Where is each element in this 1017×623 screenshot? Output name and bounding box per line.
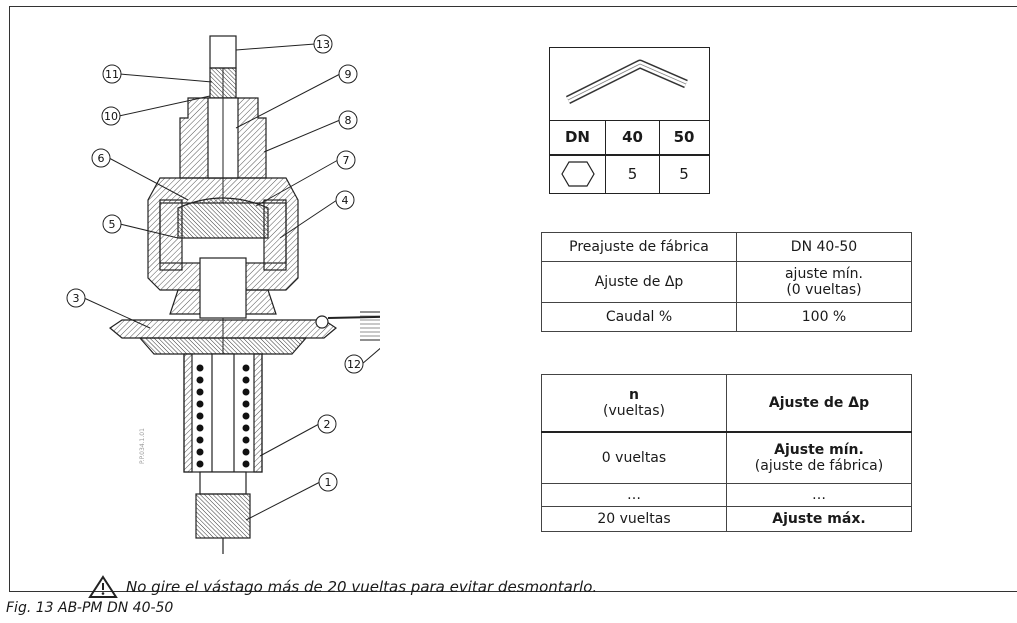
preset-label: Preajuste de fábrica: [541, 232, 737, 262]
callout-3: 3: [73, 292, 80, 305]
callout-5: 5: [109, 218, 116, 231]
turns-0-cell: 0 vueltas: [541, 431, 727, 484]
callout-2: 2: [324, 418, 331, 431]
dn-40-key-size: 5: [606, 154, 660, 193]
turns-header: n (vueltas): [541, 374, 727, 433]
hex-key-table: DN 40 50 5 5: [549, 47, 710, 194]
turns-table: n (vueltas) Ajuste de Δp 0 vueltas Ajust…: [541, 374, 912, 532]
table-row: Ajuste de Δp ajuste mín. (0 vueltas): [541, 261, 912, 303]
dp-setting-value-line2: (0 vueltas): [786, 282, 862, 298]
drawing-id-label: P.P.034.1.01: [139, 428, 146, 464]
flow-value: 100 %: [736, 302, 912, 332]
table-row: Preajuste de fábrica DN 40-50: [541, 232, 912, 262]
hexagon-icon: [550, 154, 606, 193]
callout-12: 12: [347, 358, 361, 371]
dp-setting-value-line1: ajuste mín.: [784, 266, 864, 282]
dp-setting-value: ajuste mín. (0 vueltas): [736, 261, 912, 303]
callout-1: 1: [325, 476, 332, 489]
dp-header: Ajuste de Δp: [726, 374, 912, 433]
min-setting-label: Ajuste mín.: [774, 442, 864, 458]
dn-50-key-size: 5: [679, 164, 689, 183]
warning-triangle-icon: [88, 575, 118, 598]
turns-header-n: n: [629, 387, 639, 403]
table-row: 20 vueltas Ajuste máx.: [541, 506, 912, 532]
figure-caption: Fig. 13 AB-PM DN 40-50: [6, 600, 174, 616]
ellipsis-cell: …: [726, 483, 912, 507]
table-header-row: n (vueltas) Ajuste de Δp: [541, 374, 912, 433]
table-row: … …: [541, 483, 912, 507]
tool-size-row: 5 5: [550, 154, 709, 193]
callout-7: 7: [343, 154, 350, 167]
valve-cross-section-drawing: P.P.034.1.01 1 2 3 4 5 6 7 8 9 10 11 12 …: [66, 34, 380, 554]
preset-value: DN 40-50: [736, 232, 912, 262]
max-setting-cell: Ajuste máx.: [726, 506, 912, 532]
callout-9: 9: [345, 68, 352, 81]
hex-key-illustration: [550, 48, 709, 121]
min-setting-cell: Ajuste mín. (ajuste de fábrica): [726, 431, 912, 484]
factory-settings-table: Preajuste de fábrica DN 40-50 Ajuste de …: [541, 232, 912, 332]
flow-label: Caudal %: [541, 302, 737, 332]
table-row: Caudal % 100 %: [541, 302, 912, 332]
warning-note: No gire el vástago más de 20 vueltas par…: [88, 575, 597, 599]
turns-20-cell: 20 vueltas: [541, 506, 727, 532]
callout-13: 13: [316, 38, 330, 51]
factory-setting-note: (ajuste de fábrica): [754, 458, 884, 474]
dp-setting-label: Ajuste de Δp: [541, 261, 737, 303]
callout-6: 6: [98, 152, 105, 165]
dn-50-header: 50: [673, 128, 695, 146]
allen-key-icon: [565, 59, 688, 105]
callout-11: 11: [105, 68, 119, 81]
table-row: 0 vueltas Ajuste mín. (ajuste de fábrica…: [541, 431, 912, 484]
dn-header: DN: [550, 120, 606, 154]
tool-header-row: DN 40 50: [550, 120, 709, 156]
dn-40-header: 40: [606, 120, 660, 154]
callout-10: 10: [104, 110, 118, 123]
callout-8: 8: [345, 114, 352, 127]
callout-4: 4: [342, 194, 349, 207]
warning-text: No gire el vástago más de 20 vueltas par…: [126, 578, 598, 596]
figure-frame: [9, 6, 1017, 592]
turns-header-sub: (vueltas): [603, 403, 665, 419]
ellipsis-cell: …: [541, 483, 727, 507]
